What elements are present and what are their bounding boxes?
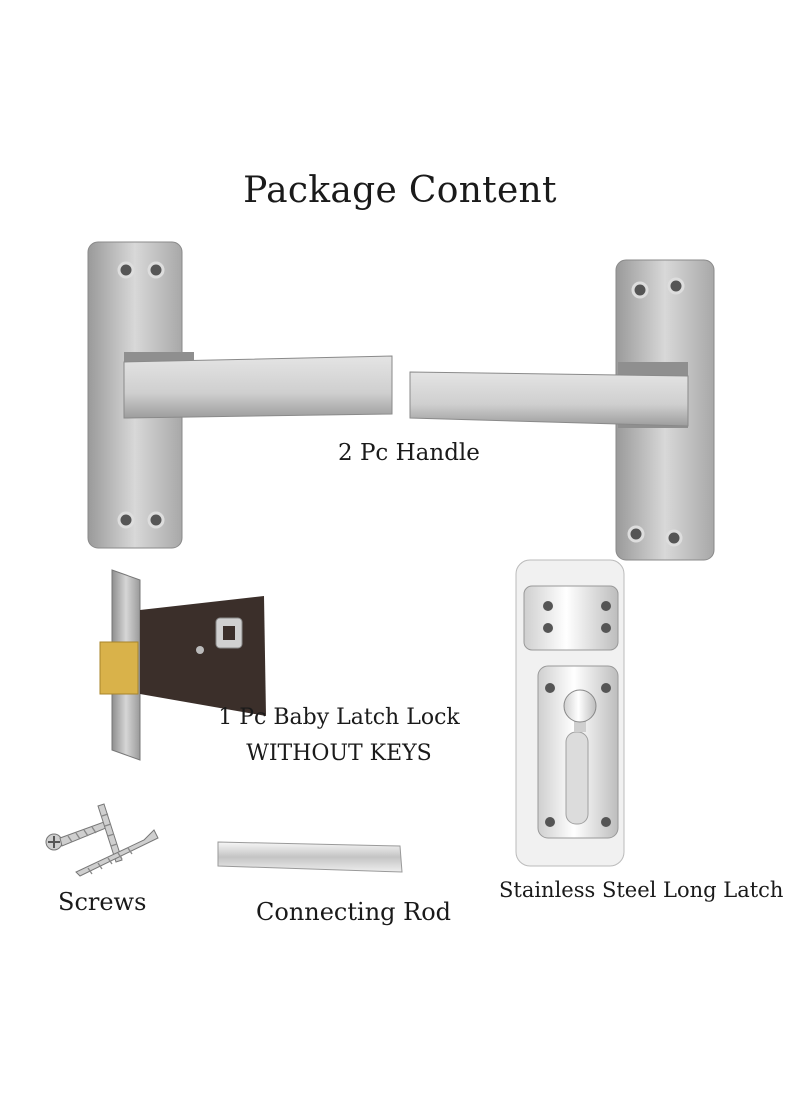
- long-latch-label: Stainless Steel Long Latch: [499, 878, 784, 902]
- page-title: Package Content: [243, 170, 557, 211]
- tower-bolt-icon: [515, 559, 625, 867]
- baby-latch-lock-label: 1 Pc Baby Latch Lock WITHOUT KEYS: [214, 700, 464, 772]
- left-door-handle-icon: [87, 241, 393, 549]
- handle-label: 2 Pc Handle: [338, 440, 480, 466]
- screw-icon: [45, 803, 159, 877]
- mortise-latch-icon: [99, 569, 266, 761]
- screws-label: Screws: [58, 888, 147, 916]
- connecting-rod-label: Connecting Rod: [256, 898, 452, 926]
- right-door-handle-icon: [409, 259, 715, 561]
- baby-latch-lock-label-line1: 1 Pc Baby Latch Lock: [218, 705, 460, 730]
- square-rod-icon: [217, 841, 403, 873]
- baby-latch-lock-label-line2: WITHOUT KEYS: [246, 741, 432, 766]
